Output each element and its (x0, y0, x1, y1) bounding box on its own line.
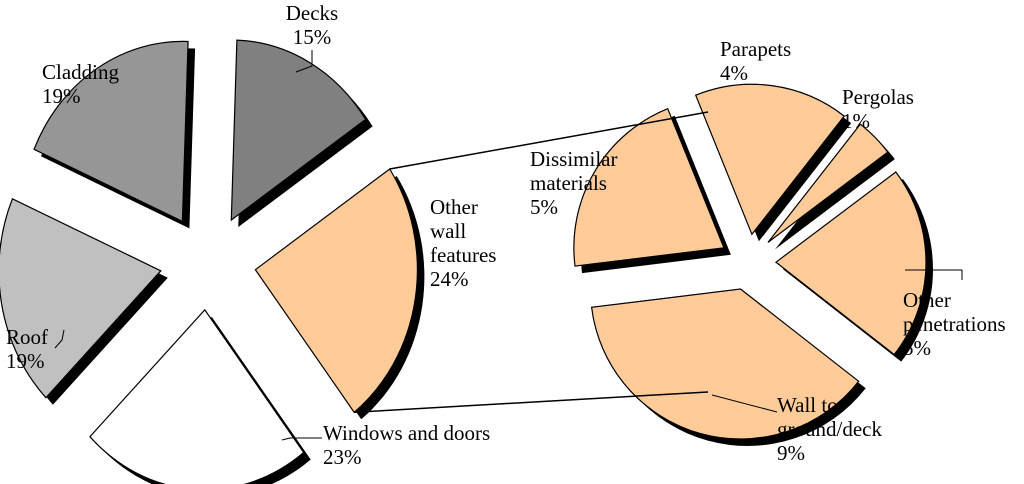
label-line: 19% (6, 349, 45, 373)
label-line: 4% (720, 61, 748, 85)
leader-line-wall-to (711, 394, 778, 413)
leader-line-other (905, 269, 963, 280)
connector-top (389, 111, 709, 170)
slice-wall-to (590, 288, 860, 440)
label-line: 5% (530, 195, 558, 219)
label-line: 24% (430, 267, 469, 291)
leader-line-windows-and-doors (281, 437, 322, 441)
label-line: 1% (842, 109, 870, 133)
slice-other (775, 171, 927, 356)
label-line: Parapets (720, 37, 791, 61)
slice-parapets (694, 83, 846, 236)
label-line: Windows and doors (323, 421, 490, 445)
label-line: 15% (293, 25, 332, 49)
label-line: 23% (323, 445, 362, 469)
label-line: Wall to (777, 393, 838, 417)
label-line: ground/deck (777, 417, 882, 441)
label-line: materials (530, 171, 607, 195)
label-line: Cladding (42, 60, 119, 84)
leader-line-decks (295, 50, 313, 73)
label-line: Roof (6, 325, 48, 349)
label-line: 9% (777, 441, 805, 465)
slice-dissimilar (573, 107, 725, 267)
label-line: Other (430, 195, 478, 219)
slice-other (254, 168, 418, 414)
slice-decks (230, 39, 367, 222)
connector-bottom (354, 391, 709, 414)
label-line: 19% (42, 84, 81, 108)
label-line: wall (430, 219, 466, 243)
label-line: penetrations (903, 312, 1006, 336)
label-line: features (430, 243, 496, 267)
label-line: Dissimilar (530, 147, 618, 171)
label-line: Decks (286, 1, 338, 25)
slice-pergolas (767, 123, 889, 243)
label-line: Other (903, 288, 951, 312)
leader-line-roof (54, 329, 65, 349)
slice-roof (0, 197, 162, 399)
label-line: Pergolas (842, 85, 914, 109)
slice-windows-and-doors (89, 308, 305, 484)
label-line: 5% (903, 336, 931, 360)
slice-cladding (33, 40, 189, 223)
